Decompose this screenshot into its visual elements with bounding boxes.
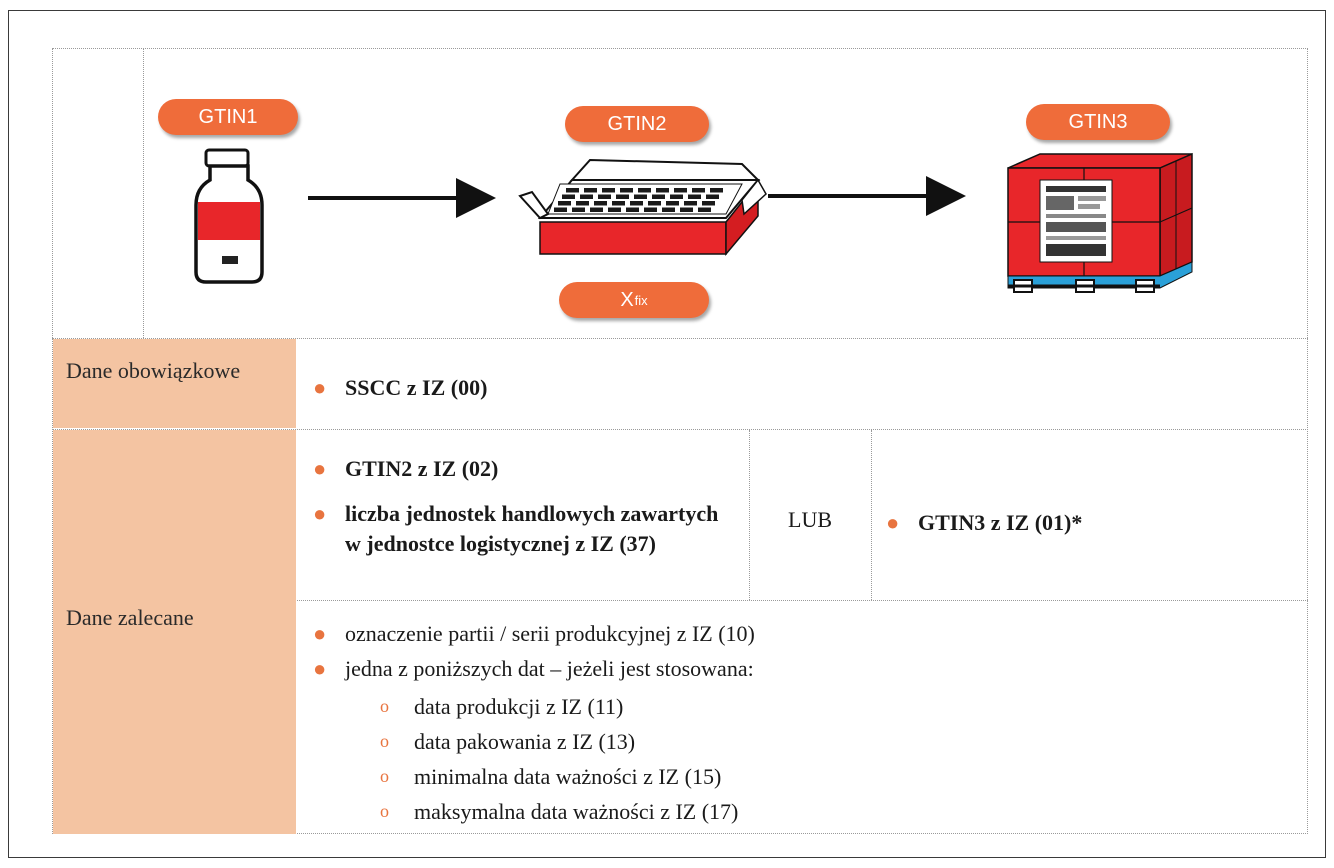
page-frame	[8, 10, 1326, 858]
bullet-icon: ●	[313, 456, 327, 481]
box-cell	[558, 201, 571, 206]
divider	[52, 429, 1308, 430]
box-cell	[562, 194, 575, 199]
box-cell	[602, 188, 615, 193]
or-label: LUB	[788, 507, 832, 532]
box-cell	[554, 207, 567, 212]
box-cell	[670, 194, 683, 199]
divider	[143, 48, 144, 338]
box-cell	[692, 188, 705, 193]
box-cell	[626, 207, 639, 212]
date-item-text: maksymalna data ważności z IZ (17)	[414, 799, 739, 824]
list-item: ● GTIN3 z IZ (01)*	[886, 509, 1083, 536]
box-cell	[594, 201, 607, 206]
circle-bullet-icon: o	[380, 696, 389, 716]
box-grid	[554, 188, 723, 212]
box-cell	[590, 207, 603, 212]
bullet-icon: ●	[313, 375, 327, 400]
box-cell	[620, 188, 633, 193]
option-b-item-text: GTIN3 z IZ (01)*	[918, 510, 1083, 535]
gtin1-badge: GTIN1	[158, 99, 298, 135]
box-icon	[518, 158, 767, 257]
list-item: ● SSCC z IZ (00)	[313, 374, 488, 401]
box-cell	[666, 201, 679, 206]
box-cell	[698, 207, 711, 212]
box-cell	[576, 201, 589, 206]
box-cell	[684, 201, 697, 206]
box-cell	[584, 188, 597, 193]
box-cell	[710, 188, 723, 193]
box-cell	[674, 188, 687, 193]
mandatory-label: Dane obowiązkowe	[66, 358, 241, 383]
box-cell	[580, 194, 593, 199]
box-cell	[648, 201, 661, 206]
list-item: o minimalna data ważności z IZ (15)	[380, 763, 722, 790]
box-cell	[612, 201, 625, 206]
box-cell	[656, 188, 669, 193]
divider	[52, 338, 1308, 339]
xfix-sub: fix	[634, 292, 648, 308]
box-cell	[662, 207, 675, 212]
box-cell	[608, 207, 621, 212]
list-item: ● jedna z poniższych dat – jeżeli jest s…	[313, 655, 754, 682]
recommended-label-cell	[53, 430, 296, 834]
gtin3-badge: GTIN3	[1026, 104, 1170, 140]
flow-diagram	[194, 148, 1193, 293]
bullet-icon: ●	[313, 621, 327, 646]
box-cell	[616, 194, 629, 199]
bullet-icon: ●	[886, 510, 900, 535]
date-item-text: data pakowania z IZ (13)	[414, 729, 636, 754]
box-cell	[644, 207, 657, 212]
divider	[297, 600, 1308, 601]
box-cell	[634, 194, 647, 199]
list-item: ● oznaczenie partii / serii produkcyjnej…	[313, 620, 755, 647]
list-item: ● GTIN2 z IZ (02)	[313, 455, 735, 482]
date-item-text: data produkcji z IZ (11)	[414, 694, 624, 719]
divider	[749, 430, 750, 600]
bullet-icon: ●	[313, 501, 327, 526]
circle-bullet-icon: o	[380, 766, 389, 786]
bottle-icon	[194, 148, 264, 284]
pallet-icon	[1007, 152, 1193, 293]
list-item: o data produkcji z IZ (11)	[380, 693, 624, 720]
box-cell	[652, 194, 665, 199]
list-item: ● liczba jednostek handlowych zawartych …	[313, 499, 730, 559]
list-item: o data pakowania z IZ (13)	[380, 728, 636, 755]
date-item-text: minimalna data ważności z IZ (15)	[414, 764, 722, 789]
recommended-label: Dane zalecane	[66, 605, 194, 630]
box-cell	[702, 201, 715, 206]
divider	[871, 430, 872, 600]
box-cell	[566, 188, 579, 193]
box-cell	[630, 201, 643, 206]
mandatory-label-cell	[53, 339, 296, 428]
extra-item-text: oznaczenie partii / serii produkcyjnej z…	[345, 621, 755, 646]
box-cell	[680, 207, 693, 212]
box-cell	[638, 188, 651, 193]
circle-bullet-icon: o	[380, 731, 389, 751]
mandatory-item-text: SSCC z IZ (00)	[345, 375, 488, 400]
extra-item-text: jedna z poniższych dat – jeżeli jest sto…	[345, 656, 754, 681]
option-a-item-text: GTIN2 z IZ (02)	[345, 456, 499, 481]
box-cell	[598, 194, 611, 199]
box-cell	[706, 194, 719, 199]
box-cell	[572, 207, 585, 212]
bullet-icon: ●	[313, 656, 327, 681]
table-border	[52, 48, 1308, 834]
list-item: o maksymalna data ważności z IZ (17)	[380, 798, 739, 825]
circle-bullet-icon: o	[380, 801, 389, 821]
gtin2-badge: GTIN2	[565, 106, 709, 142]
option-a-item-text: liczba jednostek handlowych zawartych w …	[345, 501, 719, 556]
box-cell	[688, 194, 701, 199]
xfix-main: X	[620, 288, 634, 311]
